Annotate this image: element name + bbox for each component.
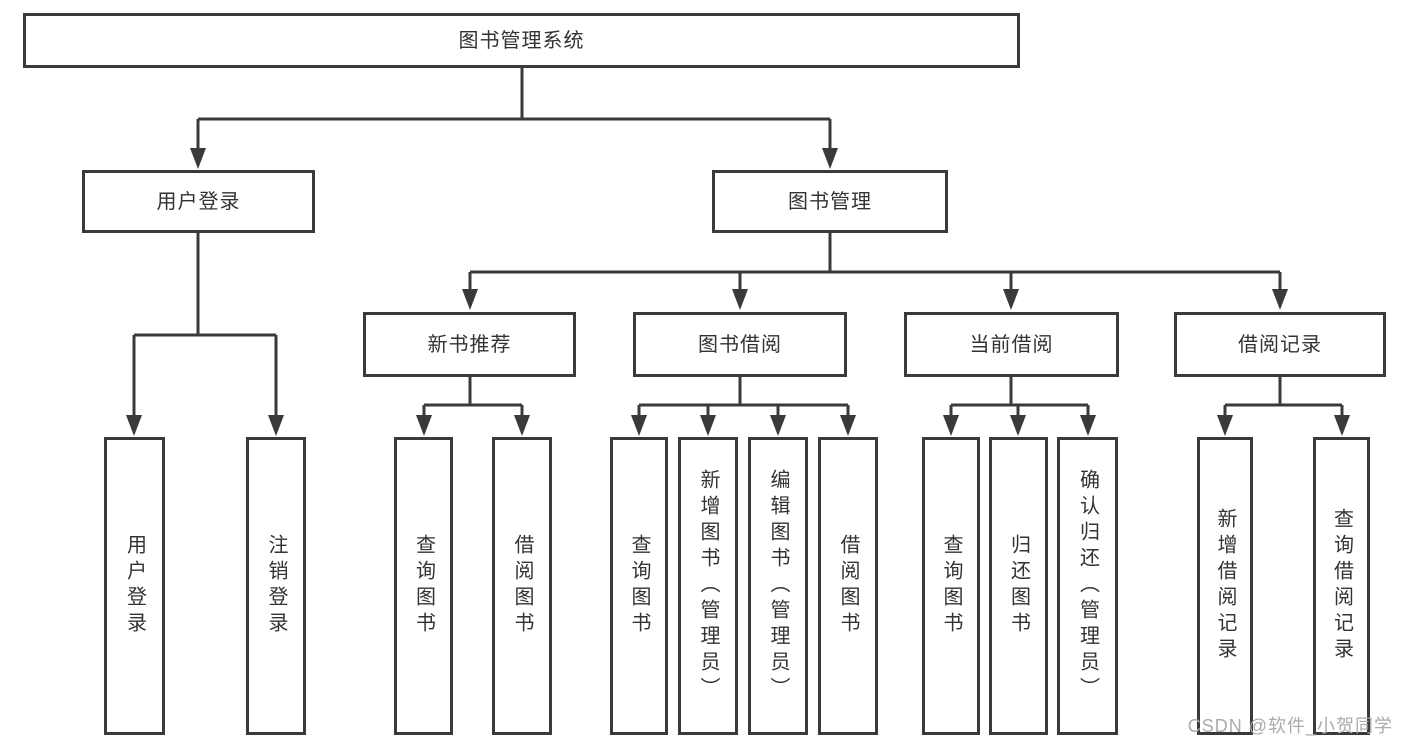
arrowhead <box>700 415 716 436</box>
node-book-borrowing: 图书借阅 <box>633 312 847 377</box>
arrowhead <box>190 148 206 169</box>
arrowhead <box>1080 415 1096 436</box>
node-user-login: 用户登录 <box>82 170 315 233</box>
arrowhead <box>462 289 478 310</box>
node-query-books-current: 查询图书 <box>922 437 980 735</box>
arrowhead <box>822 148 838 169</box>
arrowhead <box>1003 289 1019 310</box>
arrowhead <box>514 415 530 436</box>
node-confirm-return-admin: 确认归还（管理员） <box>1057 437 1118 735</box>
node-borrow-books: 借阅图书 <box>818 437 878 735</box>
node-borrow-books-recommend: 借阅图书 <box>492 437 552 735</box>
connector-book-borrow-children <box>631 377 856 436</box>
node-logout: 注销登录 <box>246 437 306 735</box>
arrowhead <box>840 415 856 436</box>
node-current-borrowing: 当前借阅 <box>904 312 1119 377</box>
connector-user-login-children <box>126 233 284 436</box>
arrowhead <box>268 415 284 436</box>
node-query-books-borrow: 查询图书 <box>610 437 668 735</box>
arrowhead <box>126 415 142 436</box>
node-user-login-leaf: 用户登录 <box>104 437 165 735</box>
node-book-management: 图书管理 <box>712 170 948 233</box>
node-new-book-recommend: 新书推荐 <box>363 312 576 377</box>
node-borrowing-records: 借阅记录 <box>1174 312 1386 377</box>
connector-borrow-records-children <box>1217 377 1350 436</box>
connector-root-to-level2 <box>190 68 838 169</box>
arrowhead <box>1272 289 1288 310</box>
arrowhead <box>1334 415 1350 436</box>
arrowhead <box>1010 415 1026 436</box>
arrowhead <box>770 415 786 436</box>
arrowhead <box>416 415 432 436</box>
csdn-watermark: CSDN @软件_小贺同学 <box>1187 716 1393 736</box>
arrowhead <box>631 415 647 436</box>
arrowhead <box>943 415 959 436</box>
node-edit-books-admin: 编辑图书（管理员） <box>748 437 808 735</box>
node-add-borrow-record: 新增借阅记录 <box>1197 437 1253 735</box>
node-return-books: 归还图书 <box>989 437 1048 735</box>
connector-new-book-children <box>416 377 530 436</box>
connector-book-management-children <box>462 233 1288 310</box>
node-root-system: 图书管理系统 <box>23 13 1020 68</box>
node-query-books-recommend: 查询图书 <box>394 437 453 735</box>
node-add-books-admin: 新增图书（管理员） <box>678 437 738 735</box>
arrowhead <box>732 289 748 310</box>
arrowhead <box>1217 415 1233 436</box>
node-query-borrow-record: 查询借阅记录 <box>1313 437 1370 735</box>
connector-current-borrow-children <box>943 377 1096 436</box>
